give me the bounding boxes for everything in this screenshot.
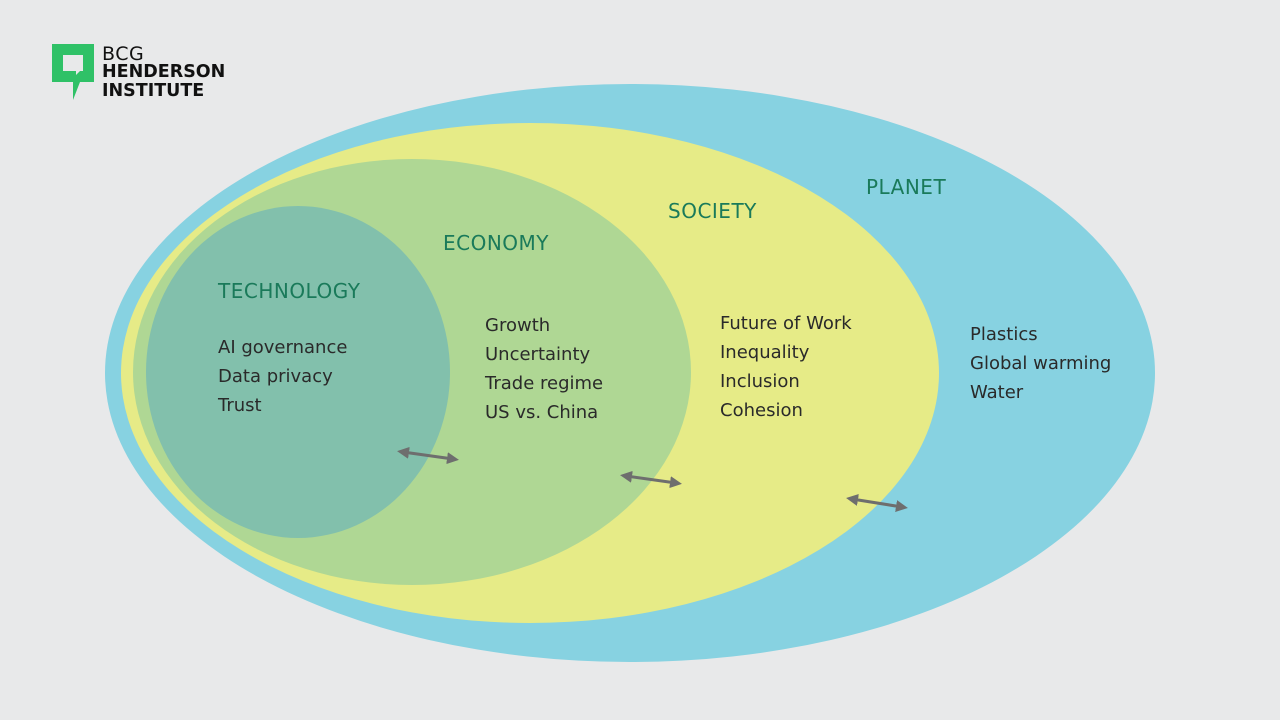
list-item: US vs. China [485, 402, 599, 423]
list-item: Global warming [970, 353, 1112, 374]
technology-title: TECHNOLOGY [218, 279, 361, 303]
list-item: Future of Work [720, 313, 852, 334]
society-items: Future of Work Inequality Inclusion Cohe… [720, 309, 852, 425]
list-item: Plastics [970, 324, 1038, 345]
planet-title: PLANET [866, 175, 947, 199]
list-item: Inclusion [720, 371, 800, 392]
list-item: Data privacy [218, 366, 333, 387]
double-arrow-icon [620, 470, 682, 489]
connector-society-planet [846, 494, 908, 512]
double-arrow-icon [397, 446, 459, 465]
brand-line-bcg: BCG [102, 43, 145, 65]
technology-circle [146, 206, 450, 538]
economy-title: ECONOMY [443, 231, 550, 255]
economy-items: Growth Uncertainty Trade regime US vs. C… [485, 311, 603, 427]
list-item: Trade regime [485, 373, 604, 394]
society-title: SOCIETY [668, 199, 757, 223]
list-item: Inequality [720, 342, 810, 363]
technology-items: AI governance Data privacy Trust [218, 333, 347, 420]
brand-line-henderson: HENDERSON [102, 62, 226, 82]
list-item: Water [970, 382, 1024, 403]
connector-technology-economy [397, 446, 459, 465]
connector-economy-society [620, 470, 682, 489]
list-item: Growth [485, 315, 551, 336]
planet-items: Plastics Global warming Water [970, 320, 1111, 407]
list-item: Cohesion [720, 400, 803, 421]
list-item: Uncertainty [485, 344, 591, 365]
list-item: Trust [218, 395, 262, 416]
bcg-speech-bubble-icon [52, 44, 94, 100]
double-arrow-icon [846, 494, 908, 512]
brand-line-institute: INSTITUTE [102, 81, 205, 101]
list-item: AI governance [218, 337, 348, 358]
